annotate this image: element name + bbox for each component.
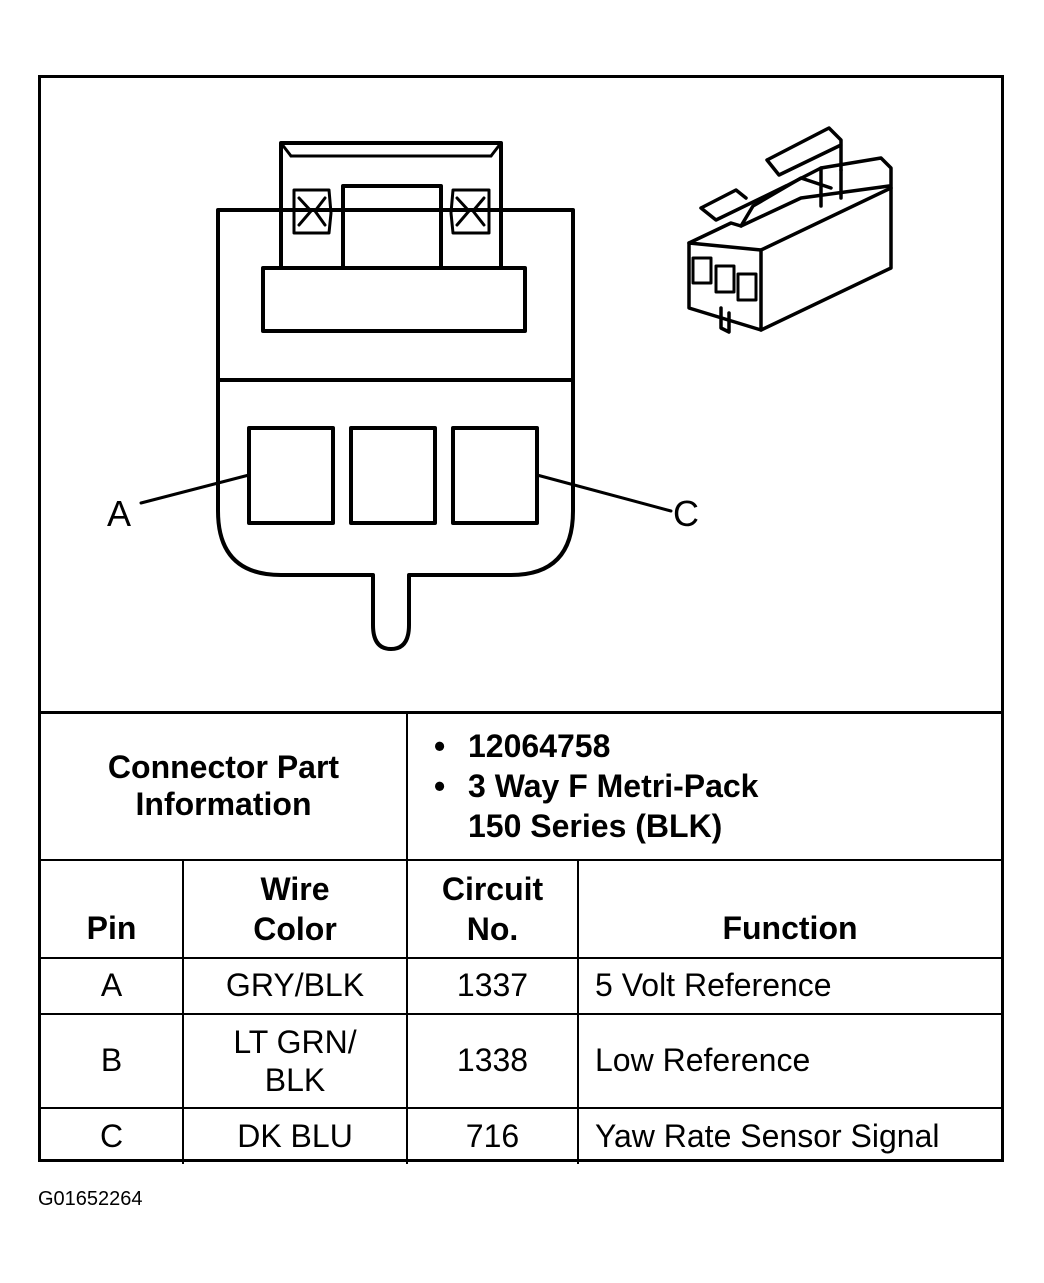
connector-part-details: 12064758 3 Way F Metri-Pack 150 Series (…	[406, 711, 1001, 861]
pin-label-a: A	[107, 493, 132, 534]
cavity-c	[451, 426, 539, 525]
header-function: Function	[577, 858, 1001, 959]
connector-isometric-view	[687, 126, 893, 334]
header-wire-color: Wire Color	[182, 858, 408, 959]
table-row: B LT GRN/ BLK 1338 Low Reference	[41, 1012, 1001, 1109]
wire-color-cell: GRY/BLK	[182, 956, 408, 1015]
table-row: C DK BLU 716 Yaw Rate Sensor Signal	[41, 1106, 1001, 1164]
latch-base	[261, 266, 527, 333]
diagram-frame: A C Connector Part Information 12064758 …	[38, 75, 1004, 1164]
leader-line-a	[139, 473, 251, 505]
connector-latch	[279, 141, 503, 270]
connector-part-label: Connector Part Information	[41, 711, 408, 861]
table-row: A GRY/BLK 1337 5 Volt Reference	[41, 956, 1001, 1015]
pin-cell: A	[41, 956, 184, 1015]
connector-pin-table: Connector Part Information 12064758 3 Wa…	[41, 711, 1001, 1164]
table-header-row: Pin Wire Color Circuit No. Function	[41, 858, 1001, 959]
function-cell: 5 Volt Reference	[577, 956, 1001, 1015]
cavity-a	[247, 426, 335, 525]
circuit-cell: 716	[406, 1106, 579, 1164]
connector-diagram: A C	[41, 78, 1001, 711]
connector-info-row: Connector Part Information 12064758 3 Wa…	[41, 711, 1001, 861]
connector-body	[216, 208, 575, 651]
pin-label-c: C	[673, 493, 699, 534]
function-cell: Low Reference	[577, 1012, 1001, 1109]
circuit-cell: 1338	[406, 1012, 579, 1109]
connector-face-view	[139, 126, 893, 651]
circuit-cell: 1337	[406, 956, 579, 1015]
cavity-b	[349, 426, 437, 525]
part-number: 12064758	[434, 726, 1001, 766]
header-circuit-no: Circuit No.	[406, 858, 579, 959]
figure-id: G01652264	[38, 1188, 143, 1210]
function-cell: Yaw Rate Sensor Signal	[577, 1106, 1001, 1164]
header-pin: Pin	[41, 858, 184, 959]
wire-color-cell: LT GRN/ BLK	[182, 1012, 408, 1109]
pin-cell: B	[41, 1012, 184, 1109]
leader-line-c	[535, 473, 673, 513]
pin-cell: C	[41, 1106, 184, 1164]
wire-color-cell: DK BLU	[182, 1106, 408, 1164]
part-description: 3 Way F Metri-Pack 150 Series (BLK)	[434, 766, 808, 846]
